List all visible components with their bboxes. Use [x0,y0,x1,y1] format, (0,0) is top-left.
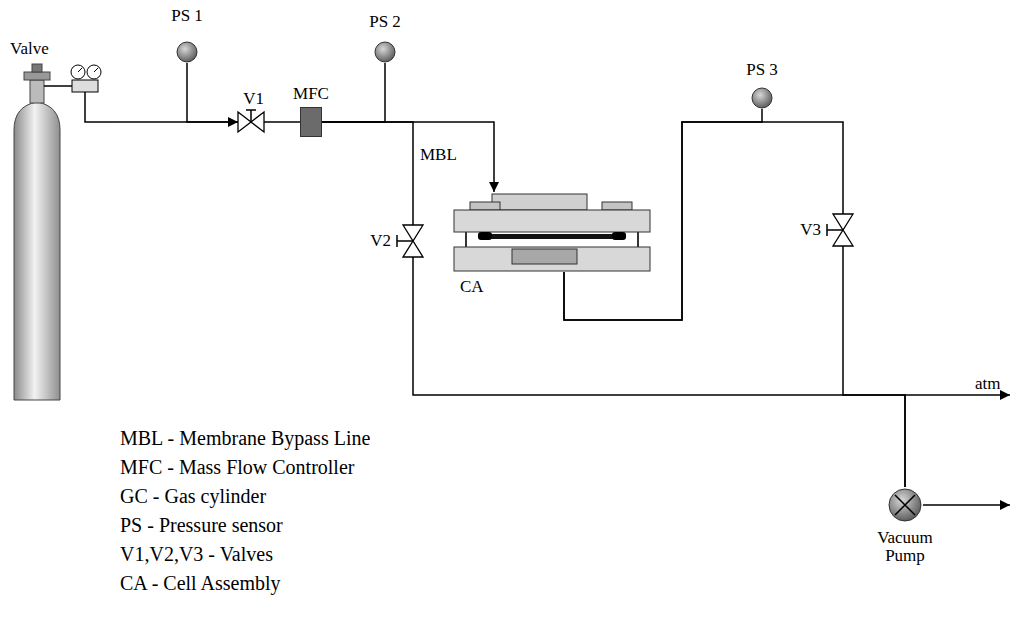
pressure-sensor-shape [176,41,198,63]
bolt [465,232,467,247]
vacuum-pump: Vacuum Pump [869,487,941,565]
sensor-circle [177,42,197,62]
valve: V1 [238,90,264,132]
pipe [85,92,110,122]
cell-top-plate [454,210,650,232]
pipe-line [843,246,905,487]
part-label: MFC [293,85,329,103]
part-label: V2 [370,232,391,250]
part-label: Valve [10,40,49,58]
part-label: PS 2 [369,13,401,31]
legend-text: V1,V2,V3 - Valves [120,542,273,566]
pipe-line [264,121,300,123]
vacuum-pump-shape [887,487,923,523]
valve-shape [823,214,853,246]
legend-text: MBL - Membrane Bypass Line [120,426,370,450]
legend-text: MFC - Mass Flow Controller [120,455,354,479]
part-label: Vacuum Pump [869,529,941,565]
valve-stem [827,224,843,236]
mass-flow-controller-shape [300,107,322,137]
pipe-line [322,63,385,122]
cell-bottom-plate [454,247,650,271]
pressure-sensor: PS 2 [369,13,401,63]
pressure-sensor: PS 1 [171,7,203,63]
pump-circle [889,489,921,521]
valve-stem [246,110,256,122]
pipe [44,85,72,87]
valve-handle [24,72,50,80]
regulator-gauge [71,65,85,79]
valve: V3 [800,214,853,246]
gas-cylinder-shape [10,62,110,402]
cylinder-neck [30,80,44,103]
sensor-circle [375,42,395,62]
line-label: MBL [420,146,457,164]
part-label: V3 [800,221,821,239]
valve-stem [397,235,413,247]
o-ring [612,232,626,240]
valve-knob [32,64,42,72]
gauge-needle [94,68,98,72]
cell-assembly: CA [452,192,652,296]
mass-flow-controller: MFC [293,85,329,137]
o-ring [478,232,492,240]
cell-clamp [602,202,632,210]
part-label: PS 3 [746,61,778,79]
cell-cavity [512,249,577,264]
cell-cap [492,194,587,210]
pressure-sensor-shape [751,87,773,109]
pressure-sensor-shape [374,41,396,63]
bolt [637,232,639,247]
legend-text: GC - Gas cylinder [120,484,266,508]
pump-cross [895,495,915,515]
pipe-line [187,63,238,122]
valve-shape [238,108,264,132]
cell-assembly-shape [452,192,652,272]
regulator-gauge [87,65,101,79]
pump-outlet-line [923,504,1010,506]
pipe-line [322,122,413,225]
regulator-body [72,80,98,92]
pipe-line [322,122,494,192]
vent-label: atm [975,372,1001,396]
valve-shape [393,225,423,257]
legend-text: CA - Cell Assembly [120,571,281,595]
gauge-needle [78,68,82,72]
pressure-sensor: PS 3 [746,61,778,109]
gas-cylinder: Valve [10,40,110,402]
legend-text: PS - Pressure sensor [120,513,283,537]
pipe-line [413,257,905,487]
cylinder-body [14,102,60,400]
vent-line [905,394,1010,396]
sensor-circle [752,88,772,108]
part-label: V1 [243,90,264,108]
valve: V2 [370,225,423,257]
part-label: CA [452,278,484,296]
cell-clamp [470,202,500,210]
mfc-box [301,108,322,137]
part-label: PS 1 [171,7,203,25]
membrane [488,234,616,239]
